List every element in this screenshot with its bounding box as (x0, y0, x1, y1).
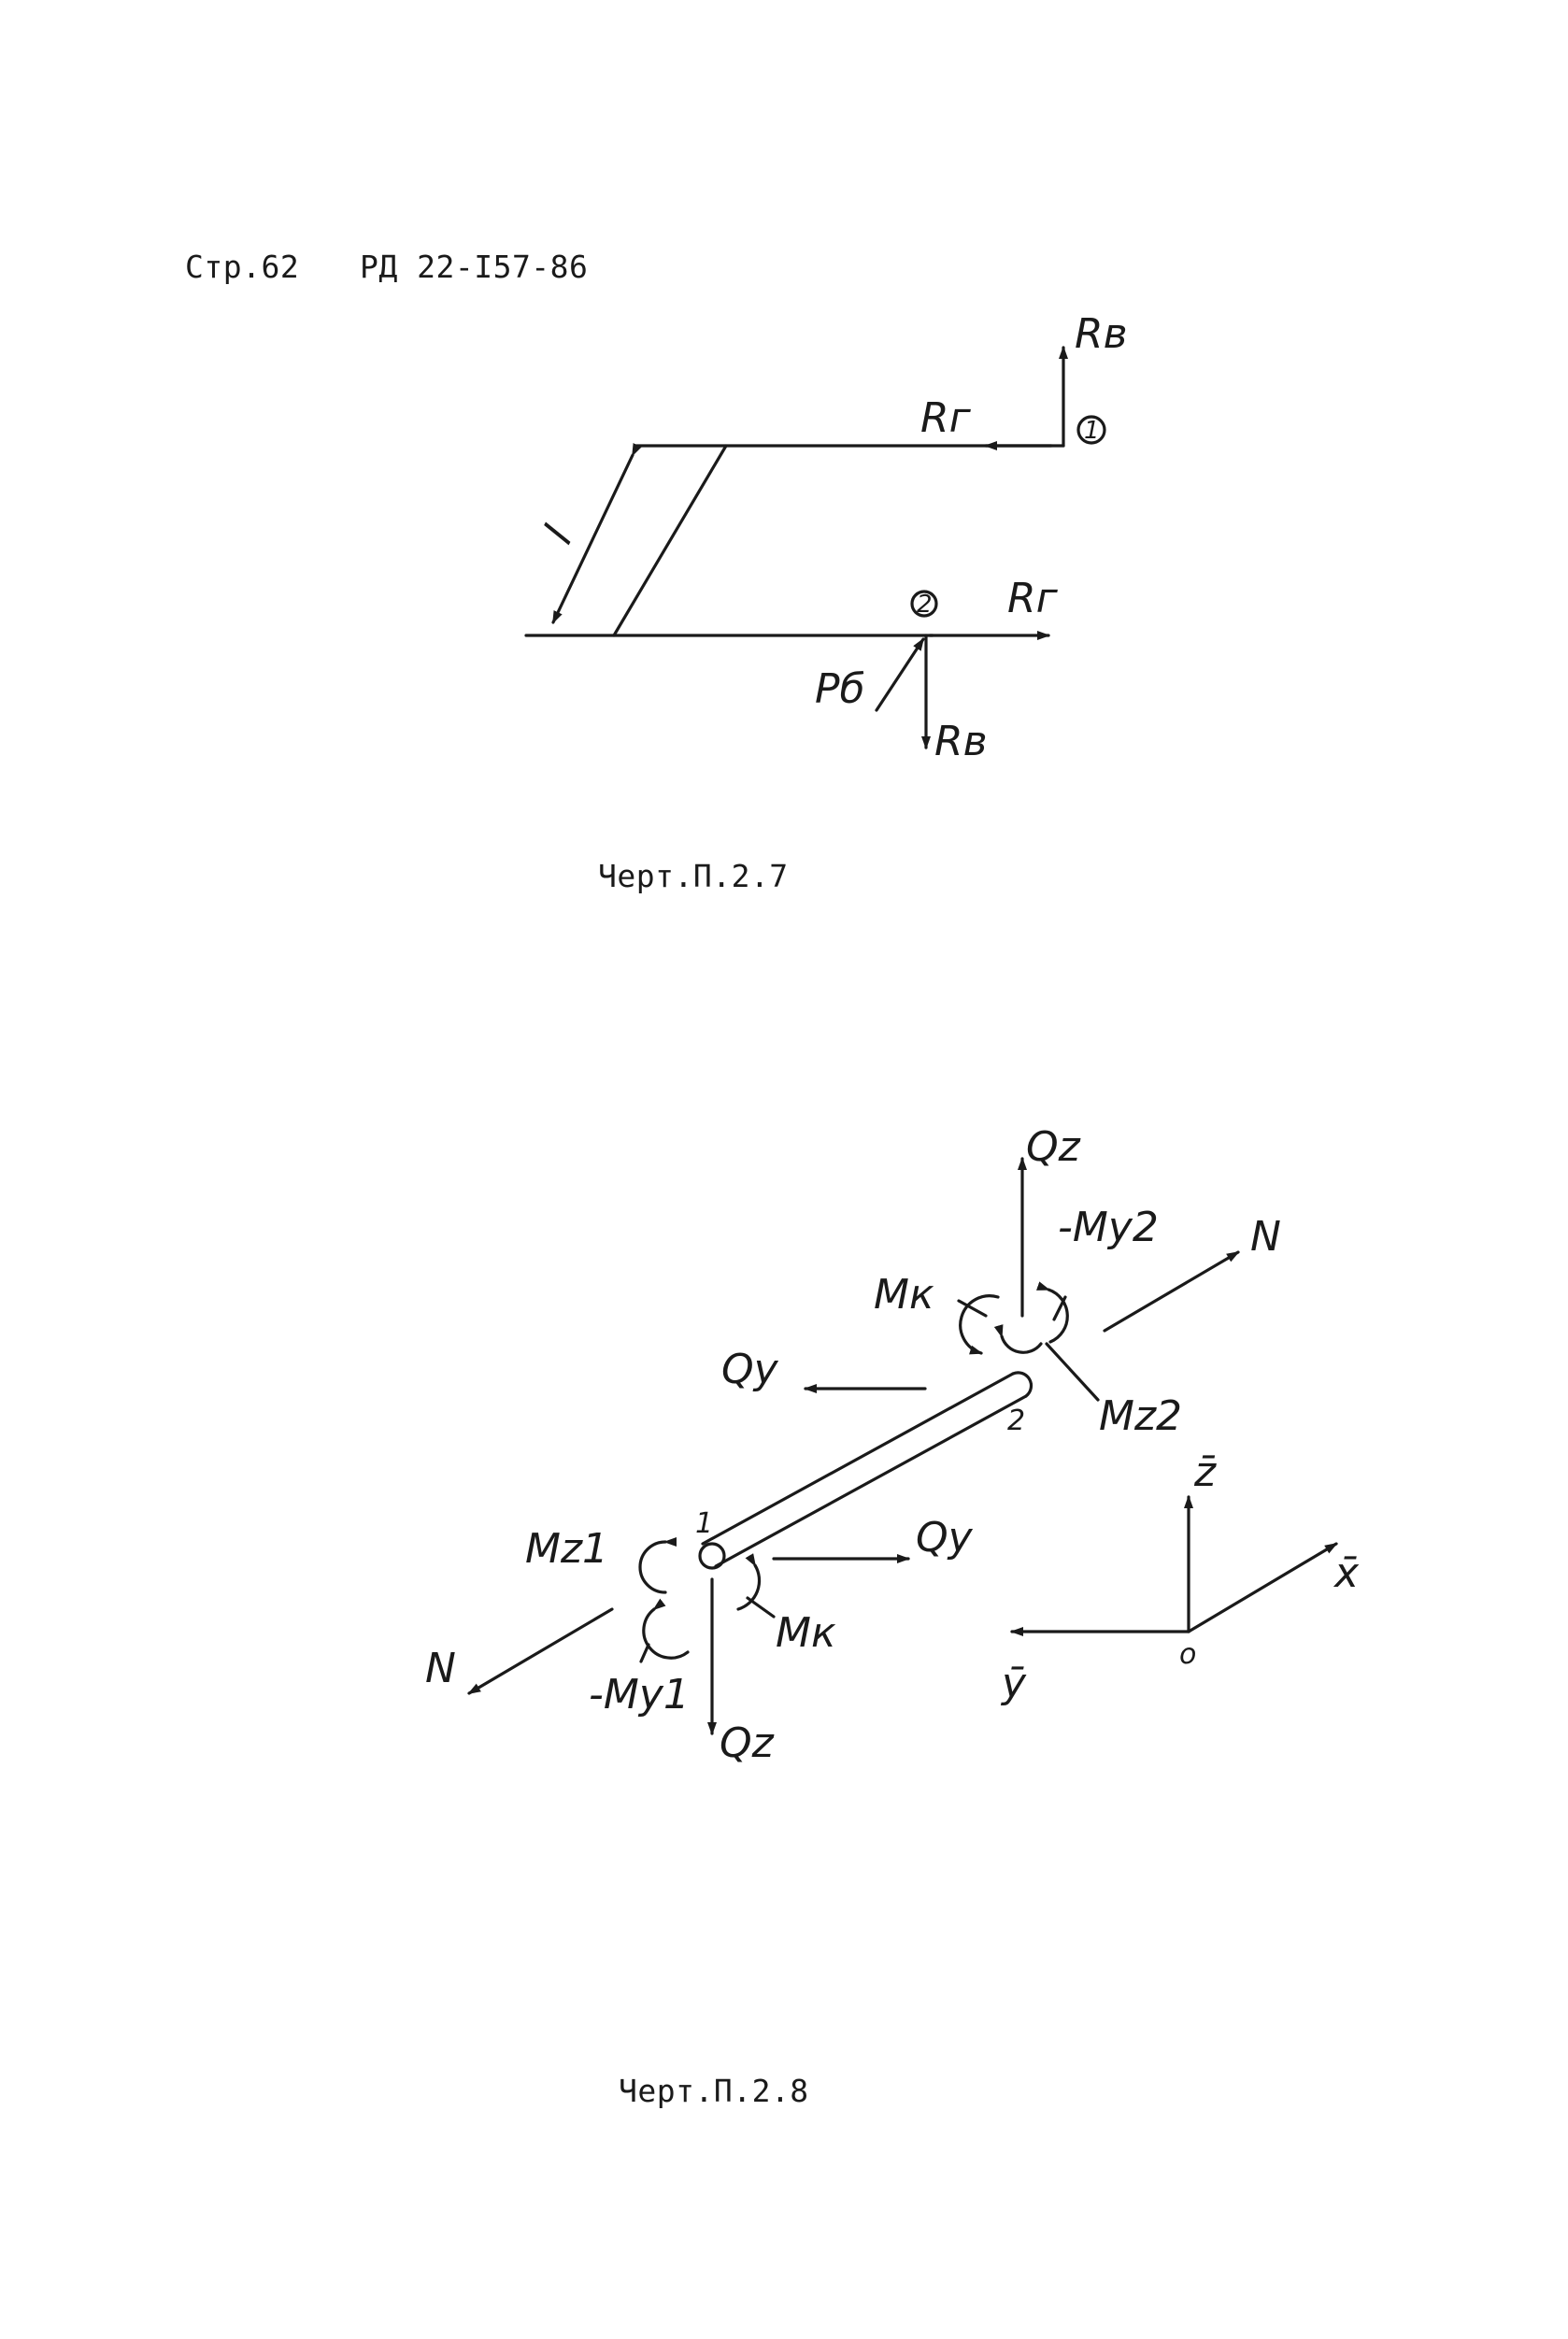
leader-mz2 (1045, 1342, 1100, 1402)
figure-7-caption: Черт.П.2.7 (598, 858, 789, 894)
force-pb-arrow (875, 637, 925, 712)
label-rg-top: Rг (920, 394, 972, 442)
label-qz-top: Qz (1026, 1123, 1081, 1171)
label-node-1: 1 (1084, 417, 1100, 445)
beam-edge-upper (701, 1372, 1015, 1546)
leader-mk-top (957, 1299, 988, 1318)
label-node-1: 1 (695, 1507, 713, 1540)
label-qy-right: Qy (916, 1514, 974, 1562)
label-rv-bottom: Rв (934, 718, 988, 765)
moment-my1-arc (642, 1598, 690, 1660)
label-qy-left: Qy (721, 1346, 779, 1393)
figure-7: Rв Rг 1 l 2 Rг Pб Rв (524, 310, 1128, 765)
label-axis-z: z̄ (1193, 1448, 1217, 1496)
label-axis-y: ȳ (1000, 1660, 1027, 1707)
label-mz1: Mz1 (525, 1525, 608, 1573)
moment-mk-top-arc (959, 1294, 1000, 1355)
dimension-line-l (551, 443, 642, 624)
leader-my2 (1052, 1295, 1067, 1321)
label-origin: o (1179, 1638, 1196, 1671)
beam-edge-lower (714, 1394, 1028, 1568)
label-n-right: N (1250, 1213, 1281, 1261)
force-n-left-arrow (467, 1607, 614, 1695)
figure-8-caption: Черт.П.2.8 (619, 2073, 809, 2109)
leader-my1 (639, 1643, 650, 1663)
beam-end-1 (698, 1542, 726, 1570)
figure-8: Qz -My2 N Mк Qy Mz2 2 1 Mz1 Qy N Mк -My1… (425, 1123, 1360, 1767)
label-my2: -My2 (1058, 1204, 1159, 1251)
label-pb: Pб (815, 665, 865, 713)
axis-x-arrow (1187, 1542, 1338, 1633)
node-1-marker (1076, 415, 1106, 445)
label-qz-bottom: Qz (720, 1719, 775, 1767)
moment-mz2-arc (993, 1324, 1043, 1354)
label-node-2: 2 (917, 591, 933, 619)
label-my1: -My1 (589, 1671, 690, 1719)
beam-end-2 (1011, 1371, 1033, 1398)
diagonal-member (612, 444, 728, 637)
leader-mk-bottom (746, 1596, 776, 1619)
label-mz2: Mz2 (1099, 1392, 1182, 1440)
moment-my2-arc (1036, 1281, 1069, 1344)
force-n-right-arrow (1103, 1250, 1240, 1333)
moment-mz1-arc (638, 1536, 677, 1594)
label-rg-bottom: Rг (1007, 575, 1059, 622)
document-code: РД 22-І57-86 (360, 249, 589, 285)
label-mk-top: Mк (874, 1271, 934, 1319)
label-rv-top: Rв (1075, 310, 1128, 358)
label-n-left: N (425, 1645, 456, 1692)
moment-mk-bottom-arc (736, 1553, 762, 1611)
label-l-dimension: l (535, 518, 583, 550)
label-axis-x: x̄ (1333, 1549, 1360, 1597)
label-mk-bottom: Mк (776, 1609, 836, 1657)
page-number: Стр.62 (185, 249, 300, 285)
node-2-marker (910, 590, 938, 618)
label-node-2: 2 (1007, 1405, 1025, 1437)
